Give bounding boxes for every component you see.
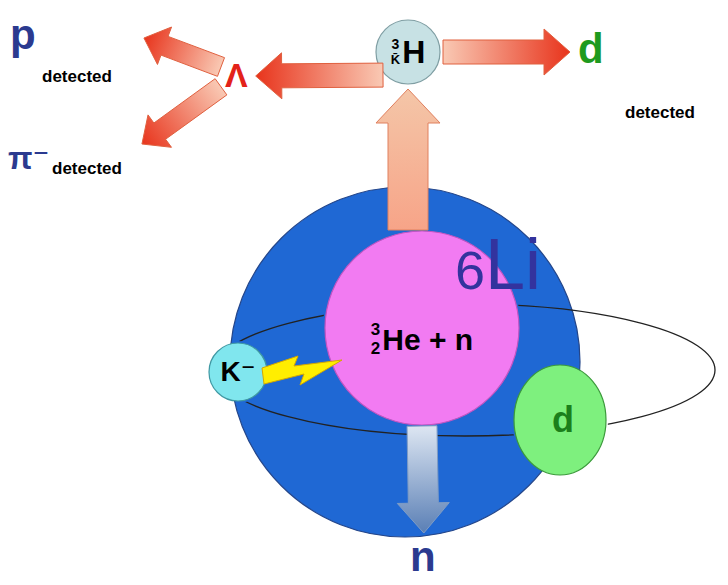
element-symbol: H [402, 36, 425, 68]
cluster-formula: He + n [382, 325, 473, 355]
orbit-ellipse [215, 304, 715, 436]
particle-label: Λ [225, 58, 250, 94]
kaon-circle-fill [209, 343, 267, 401]
decay-arrow [142, 79, 227, 148]
particle-label: n [410, 536, 438, 580]
kaon-index: K̄ [391, 53, 400, 67]
decay-arrow [443, 29, 570, 75]
reaction-arrow [376, 89, 440, 230]
particle-symbol: d [578, 28, 604, 70]
emission-arrow [397, 426, 449, 533]
particle-label: d detected [578, 28, 697, 123]
hypernucleus-circle: 3K̄H [375, 19, 441, 85]
detection-note: detected [42, 68, 112, 85]
deuteron-cluster-fill [514, 365, 606, 475]
particle-label: π⁻detected [6, 138, 124, 179]
detection-note: detected [625, 104, 695, 121]
mass-number: 3 [371, 321, 380, 340]
kaon-circle: K⁻ [208, 342, 268, 402]
lightning-bolt [262, 356, 342, 385]
detection-note: detected [52, 160, 122, 177]
particle-symbol: K⁻ [221, 358, 256, 386]
hypernucleus-circle-fill [376, 20, 440, 84]
charge-number: 2 [371, 340, 380, 359]
particle-symbol: p [10, 14, 36, 56]
particle-symbol: Λ [225, 58, 248, 92]
particle-symbol: n [410, 536, 436, 578]
mass-number: 6 [455, 243, 485, 297]
decay-arrow [256, 53, 383, 99]
particle-symbol: d [552, 402, 574, 438]
mass-number: 3 [392, 37, 400, 52]
nucleus-circle-fill [230, 187, 580, 537]
particle-label: p detected [8, 14, 114, 87]
particle-symbol: π⁻ [8, 142, 49, 174]
decay-arrow [144, 27, 225, 76]
element-symbol: Li [485, 228, 541, 300]
deuteron-cluster: d [513, 364, 607, 476]
